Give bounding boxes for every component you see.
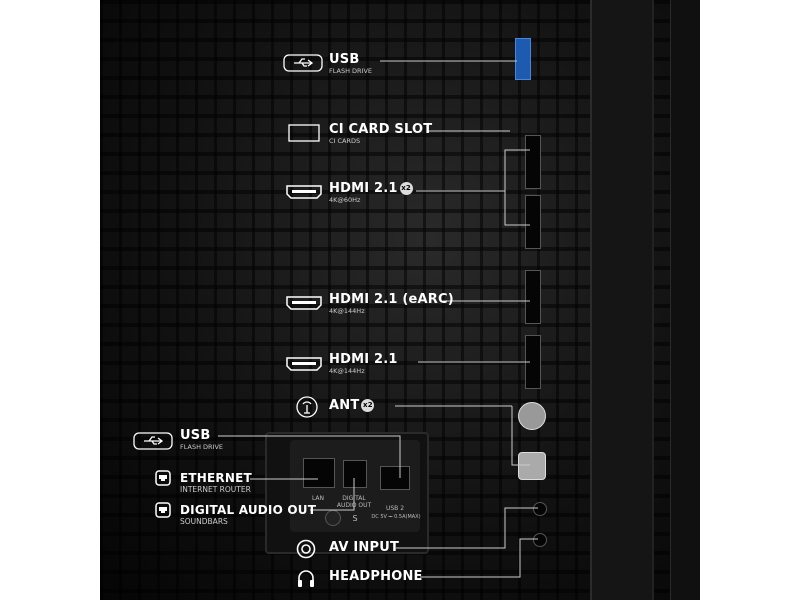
- label-sub: FLASH DRIVE: [180, 443, 224, 451]
- label-title: ANT: [329, 398, 360, 413]
- card-slot-icon: [288, 124, 320, 142]
- label-title: HDMI 2.1: [329, 181, 398, 196]
- antenna-port-1: [518, 402, 546, 430]
- label-sub: SOUNDBARS: [180, 517, 228, 526]
- label-title: USB: [329, 52, 360, 67]
- hdmi-icon: [286, 296, 322, 310]
- usb-icon: [133, 432, 173, 450]
- optical-icon: [155, 502, 171, 518]
- leader-ant: [395, 405, 530, 466]
- label-usb-top: USB FLASH DRIVE: [329, 52, 372, 75]
- leader-usb-bottom: [218, 435, 401, 478]
- usb2-print: USB 2: [385, 505, 405, 512]
- side-label-strip: [670, 0, 700, 600]
- hdmi-icon: [286, 185, 322, 199]
- optical-port: [343, 460, 367, 488]
- count-badge: x2: [399, 182, 413, 195]
- hdmi-icon: [286, 357, 322, 371]
- label-title: DIGITAL AUDIO OUT: [180, 503, 317, 517]
- label-hdmi-earc: HDMI 2.1 (eARC) 4K@144Hz: [329, 292, 454, 315]
- label-sub: CI CARDS: [329, 137, 361, 145]
- label-title: USB: [180, 428, 211, 443]
- label-title: ETHERNET: [180, 471, 252, 485]
- label-title: HEADPHONE: [329, 569, 423, 584]
- side-port-panel: [590, 0, 654, 600]
- label-usb-bottom: USB FLASH DRIVE: [180, 428, 223, 451]
- lan-port: [303, 458, 335, 488]
- count-badge: x2: [361, 399, 375, 412]
- headphone-icon: [298, 570, 314, 587]
- lan-print: LAN: [311, 495, 325, 502]
- label-sub: INTERNET ROUTER: [180, 485, 251, 494]
- leader-hdmi1: [416, 149, 530, 226]
- antenna-port-2: [518, 452, 546, 480]
- label-sub: 4K@60Hz: [329, 196, 361, 204]
- hdmi-port-3: [525, 270, 541, 324]
- hdmi-port-1: [525, 135, 541, 189]
- label-av-input: AV INPUT: [329, 540, 399, 555]
- label-title: HDMI 2.1: [329, 352, 398, 367]
- label-title: CI CARD SLOT: [329, 122, 433, 137]
- usb2-power-print: DC 5V ⎓ 0.5A(MAX): [371, 514, 421, 520]
- label-digital-audio-out: DIGITAL AUDIO OUT SOUNDBARS: [180, 503, 316, 526]
- headphone-jack: [533, 533, 547, 547]
- leader-optical: [310, 478, 355, 511]
- tv-rear-photo: [100, 0, 700, 600]
- label-title: AV INPUT: [329, 540, 400, 555]
- av-input-icon: [296, 539, 316, 559]
- label-headphone: HEADPHONE: [329, 569, 423, 584]
- label-sub: 4K@144Hz: [329, 367, 365, 375]
- hdmi-port-2: [525, 195, 541, 249]
- leader-headphone: [420, 538, 538, 578]
- label-title: HDMI 2.1 (eARC): [329, 292, 454, 307]
- antenna-icon: [296, 396, 318, 418]
- label-hdmi-144hz: HDMI 2.1 4K@144Hz: [329, 352, 398, 375]
- label-ci-card: CI CARD SLOT CI CARDS: [329, 122, 432, 145]
- ethernet-icon: [155, 470, 171, 486]
- screw-print: S: [352, 514, 358, 523]
- label-sub: 4K@144Hz: [329, 307, 365, 315]
- usb-icon: [283, 54, 323, 72]
- leader-av: [396, 507, 538, 549]
- usb-port-top: [515, 38, 531, 80]
- av-jack: [533, 502, 547, 516]
- usb-port-bottom: [380, 466, 410, 490]
- label-ethernet: ETHERNET INTERNET ROUTER: [180, 471, 252, 494]
- label-sub: FLASH DRIVE: [329, 67, 373, 75]
